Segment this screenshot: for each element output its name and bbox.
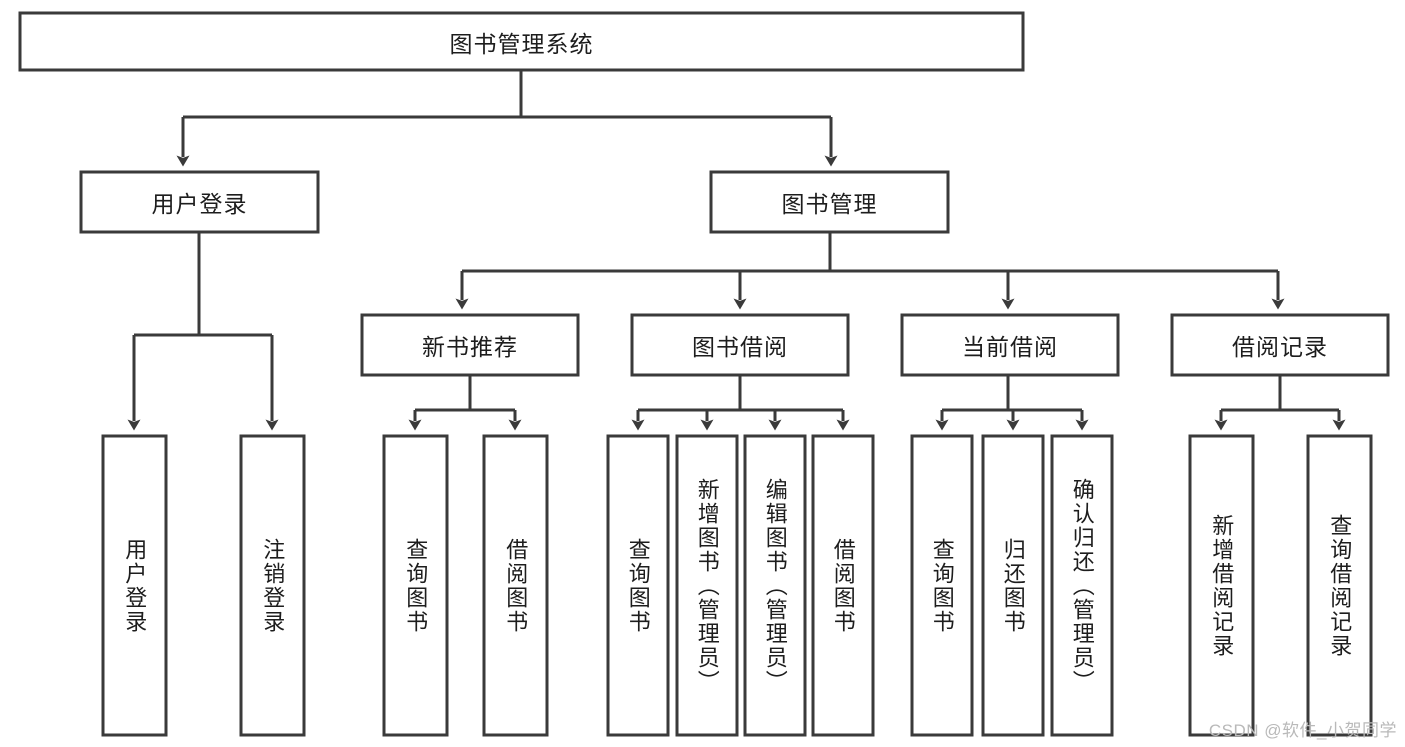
node-user-login-box[interactable] (79, 170, 320, 234)
leaf-borrow-book-rec-box[interactable] (482, 434, 549, 737)
csdn-watermark: CSDN @软件_小贺同学 (1208, 721, 1397, 740)
leaf-query-record-box[interactable] (1306, 434, 1373, 737)
node-book-borrow-box[interactable] (630, 313, 850, 377)
leaf-add-book-box[interactable] (675, 434, 739, 737)
leaf-confirm-return-box[interactable] (1050, 434, 1114, 737)
node-root-box[interactable] (18, 11, 1025, 72)
leaf-logout-box[interactable] (239, 434, 306, 737)
node-borrow-record-box[interactable] (1170, 313, 1390, 377)
leaf-query-book-borrow-box[interactable] (606, 434, 670, 737)
node-current-borrow-box[interactable] (900, 313, 1120, 377)
leaf-query-book-current-box[interactable] (910, 434, 974, 737)
leaf-borrow-book-box[interactable] (811, 434, 875, 737)
leaf-add-record-box[interactable] (1188, 434, 1255, 737)
leaf-edit-book-box[interactable] (743, 434, 807, 737)
leaf-return-book-box[interactable] (981, 434, 1045, 737)
node-book-management-box[interactable] (709, 170, 950, 234)
leaf-user-login-box[interactable] (101, 434, 168, 737)
node-new-book-rec-box[interactable] (360, 313, 580, 377)
leaf-query-book-rec-box[interactable] (382, 434, 449, 737)
